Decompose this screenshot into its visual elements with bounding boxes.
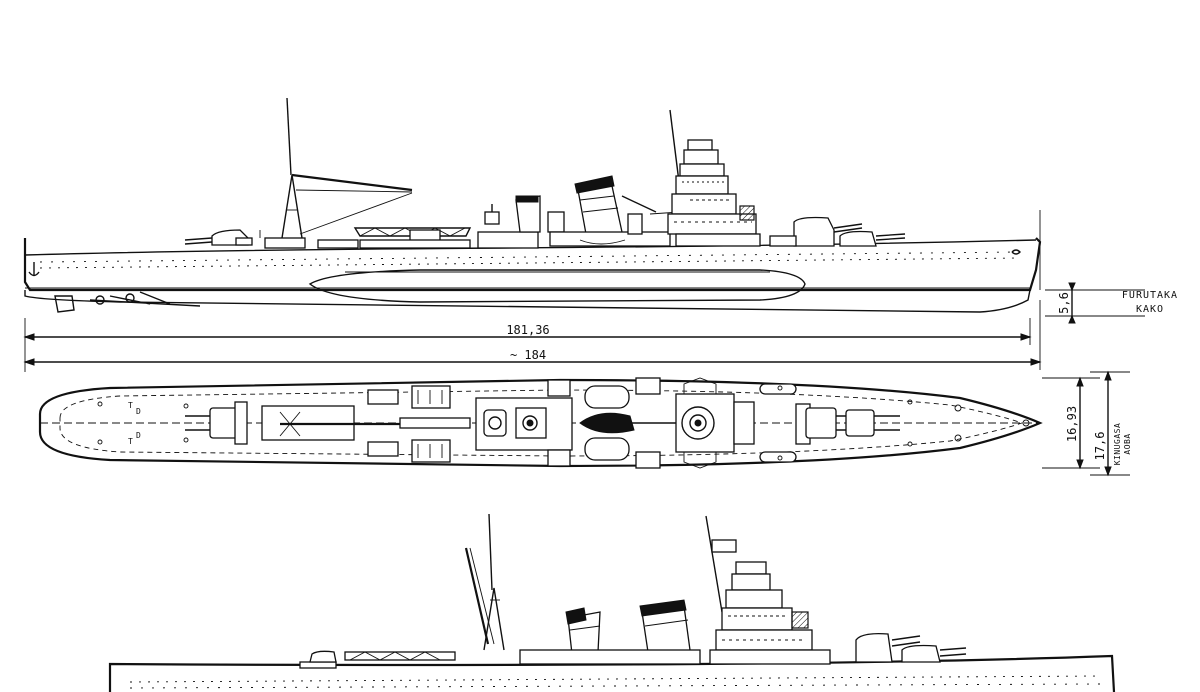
ship-name-aoba: AOBA — [1123, 433, 1132, 454]
plan-view: T T D D — [38, 377, 1043, 469]
dimension-beam: 16,93 17,6 KINUGASA AOBA — [1042, 370, 1132, 477]
fore-turrets-plan — [795, 403, 900, 445]
bridge-plan — [675, 377, 797, 469]
anchor-icon — [28, 262, 40, 277]
aft-funnel-upper — [515, 195, 541, 233]
fore-funnel-upper — [574, 175, 623, 235]
aft-turret-upper — [184, 229, 253, 246]
fore-turret-upper-2 — [839, 230, 906, 247]
deck-fittings: T T D D — [97, 385, 1030, 461]
propeller-assembly — [54, 291, 201, 313]
ship-name-kinugasa: KINUGASA — [1113, 423, 1122, 466]
aircraft-catapult-upper — [317, 227, 472, 249]
mainmast-upper — [259, 97, 413, 249]
ship-name-kako: KAKO — [1136, 304, 1164, 315]
beam-a-label: 16,93 — [1065, 406, 1079, 442]
fore-turret-upper-1 — [769, 216, 863, 247]
svg-text:D: D — [136, 407, 141, 416]
bridge-tower-lower — [705, 515, 831, 665]
dimension-draft: 5,6 FURUTAKA KAKO — [1045, 282, 1178, 324]
aft-turret-plan — [185, 401, 248, 445]
length-overall-label: ~ 184 — [510, 348, 546, 362]
svg-text:T: T — [128, 401, 133, 410]
ship-name-furutaka: FURUTAKA — [1122, 290, 1178, 301]
profile-view-upper — [23, 97, 1042, 313]
length-waterline-label: 181,36 — [506, 323, 549, 337]
beam-b-label: 17,6 — [1093, 432, 1107, 461]
fore-turrets-lower — [855, 632, 967, 663]
bridge-tower-upper — [667, 139, 761, 247]
svg-text:T: T — [128, 437, 133, 446]
dimension-length-overall: ~ 184 — [23, 300, 1042, 370]
dimension-length-waterline: 181,36 — [23, 318, 1032, 372]
fore-funnel-lower — [639, 599, 691, 653]
catapult-plan — [261, 405, 471, 441]
mainmast-lower — [464, 513, 505, 651]
aft-funnel-lower — [565, 607, 601, 655]
superstructure-plan — [475, 377, 676, 469]
svg-text:D: D — [136, 431, 141, 440]
profile-view-lower — [108, 513, 1116, 692]
draft-label: 5,6 — [1057, 292, 1071, 314]
portholes-upper — [39, 251, 1021, 269]
